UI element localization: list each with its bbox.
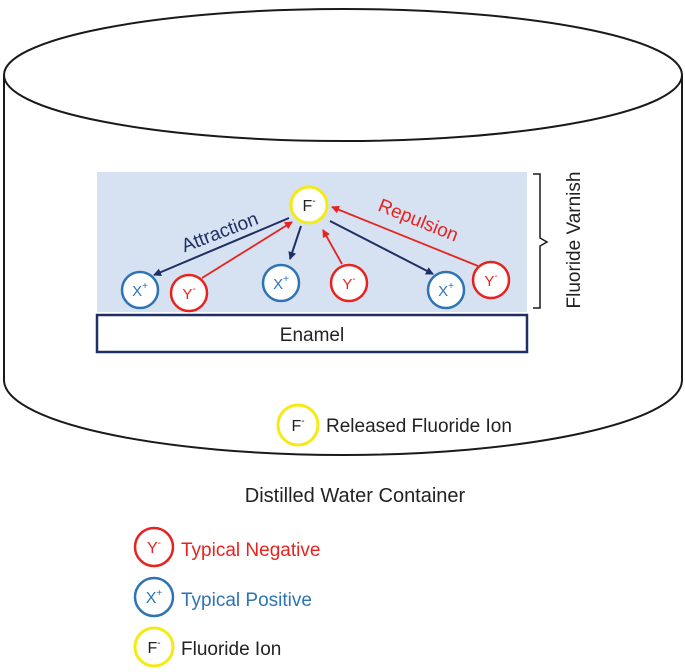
- svg-text:X+: X+: [146, 588, 163, 607]
- svg-text:Y-: Y-: [147, 538, 161, 557]
- released-fluoride-ion-label: Released Fluoride Ion: [326, 416, 512, 437]
- repulsion-arrow-right: [331, 205, 479, 267]
- repulsion-arrows: [201, 205, 479, 279]
- attraction-arrow-center: [288, 225, 302, 260]
- svg-text:Y-: Y-: [182, 284, 195, 303]
- legend-fluoride: F- Fluoride Ion: [133, 626, 281, 668]
- positive-ion-left: X+: [120, 270, 160, 310]
- legend-positive: X+ Typical Positive: [133, 576, 312, 618]
- container-label: Distilled Water Container: [245, 485, 466, 507]
- negative-ion-center: Y-: [329, 263, 369, 303]
- legend-positive-label: Typical Positive: [181, 590, 312, 611]
- distilled-water-container: [3, 8, 683, 456]
- varnish-bracket: [533, 173, 549, 309]
- svg-text:Y-: Y-: [484, 271, 497, 290]
- container-body: [3, 75, 683, 456]
- attraction-arrows: [153, 217, 434, 276]
- svg-text:X+: X+: [273, 274, 289, 293]
- legend-negative: Y- Typical Negative: [133, 526, 320, 568]
- legend-fluoride-label: Fluoride Ion: [181, 639, 281, 660]
- enamel-label: Enamel: [280, 325, 344, 346]
- svg-text:F-: F-: [291, 416, 304, 435]
- repulsion-arrow-center: [322, 229, 343, 265]
- svg-text:Y-: Y-: [342, 274, 355, 293]
- repulsion-arrow-left: [201, 221, 293, 279]
- fluoride-ion-central: F-: [289, 185, 329, 225]
- legend-negative-label: Typical Negative: [181, 540, 320, 561]
- negative-ion-right: Y-: [471, 260, 511, 300]
- legend: Y- Typical Negative X+ Typical Positive …: [133, 526, 320, 668]
- svg-text:F-: F-: [302, 196, 315, 215]
- positive-ion-right: X+: [426, 270, 466, 310]
- svg-text:F-: F-: [147, 638, 160, 657]
- positive-ion-center: X+: [261, 263, 301, 303]
- svg-text:X+: X+: [132, 281, 148, 300]
- attraction-arrow-left: [153, 217, 290, 276]
- container-rim: [3, 8, 683, 142]
- negative-ion-left: Y-: [169, 273, 209, 313]
- attraction-arrow-right: [329, 220, 434, 275]
- svg-text:X+: X+: [438, 281, 454, 300]
- fluoride-varnish-label: Fluoride Varnish: [564, 172, 585, 309]
- enamel-layer: [95, 313, 529, 354]
- released-fluoride-ion: F-: [276, 403, 320, 447]
